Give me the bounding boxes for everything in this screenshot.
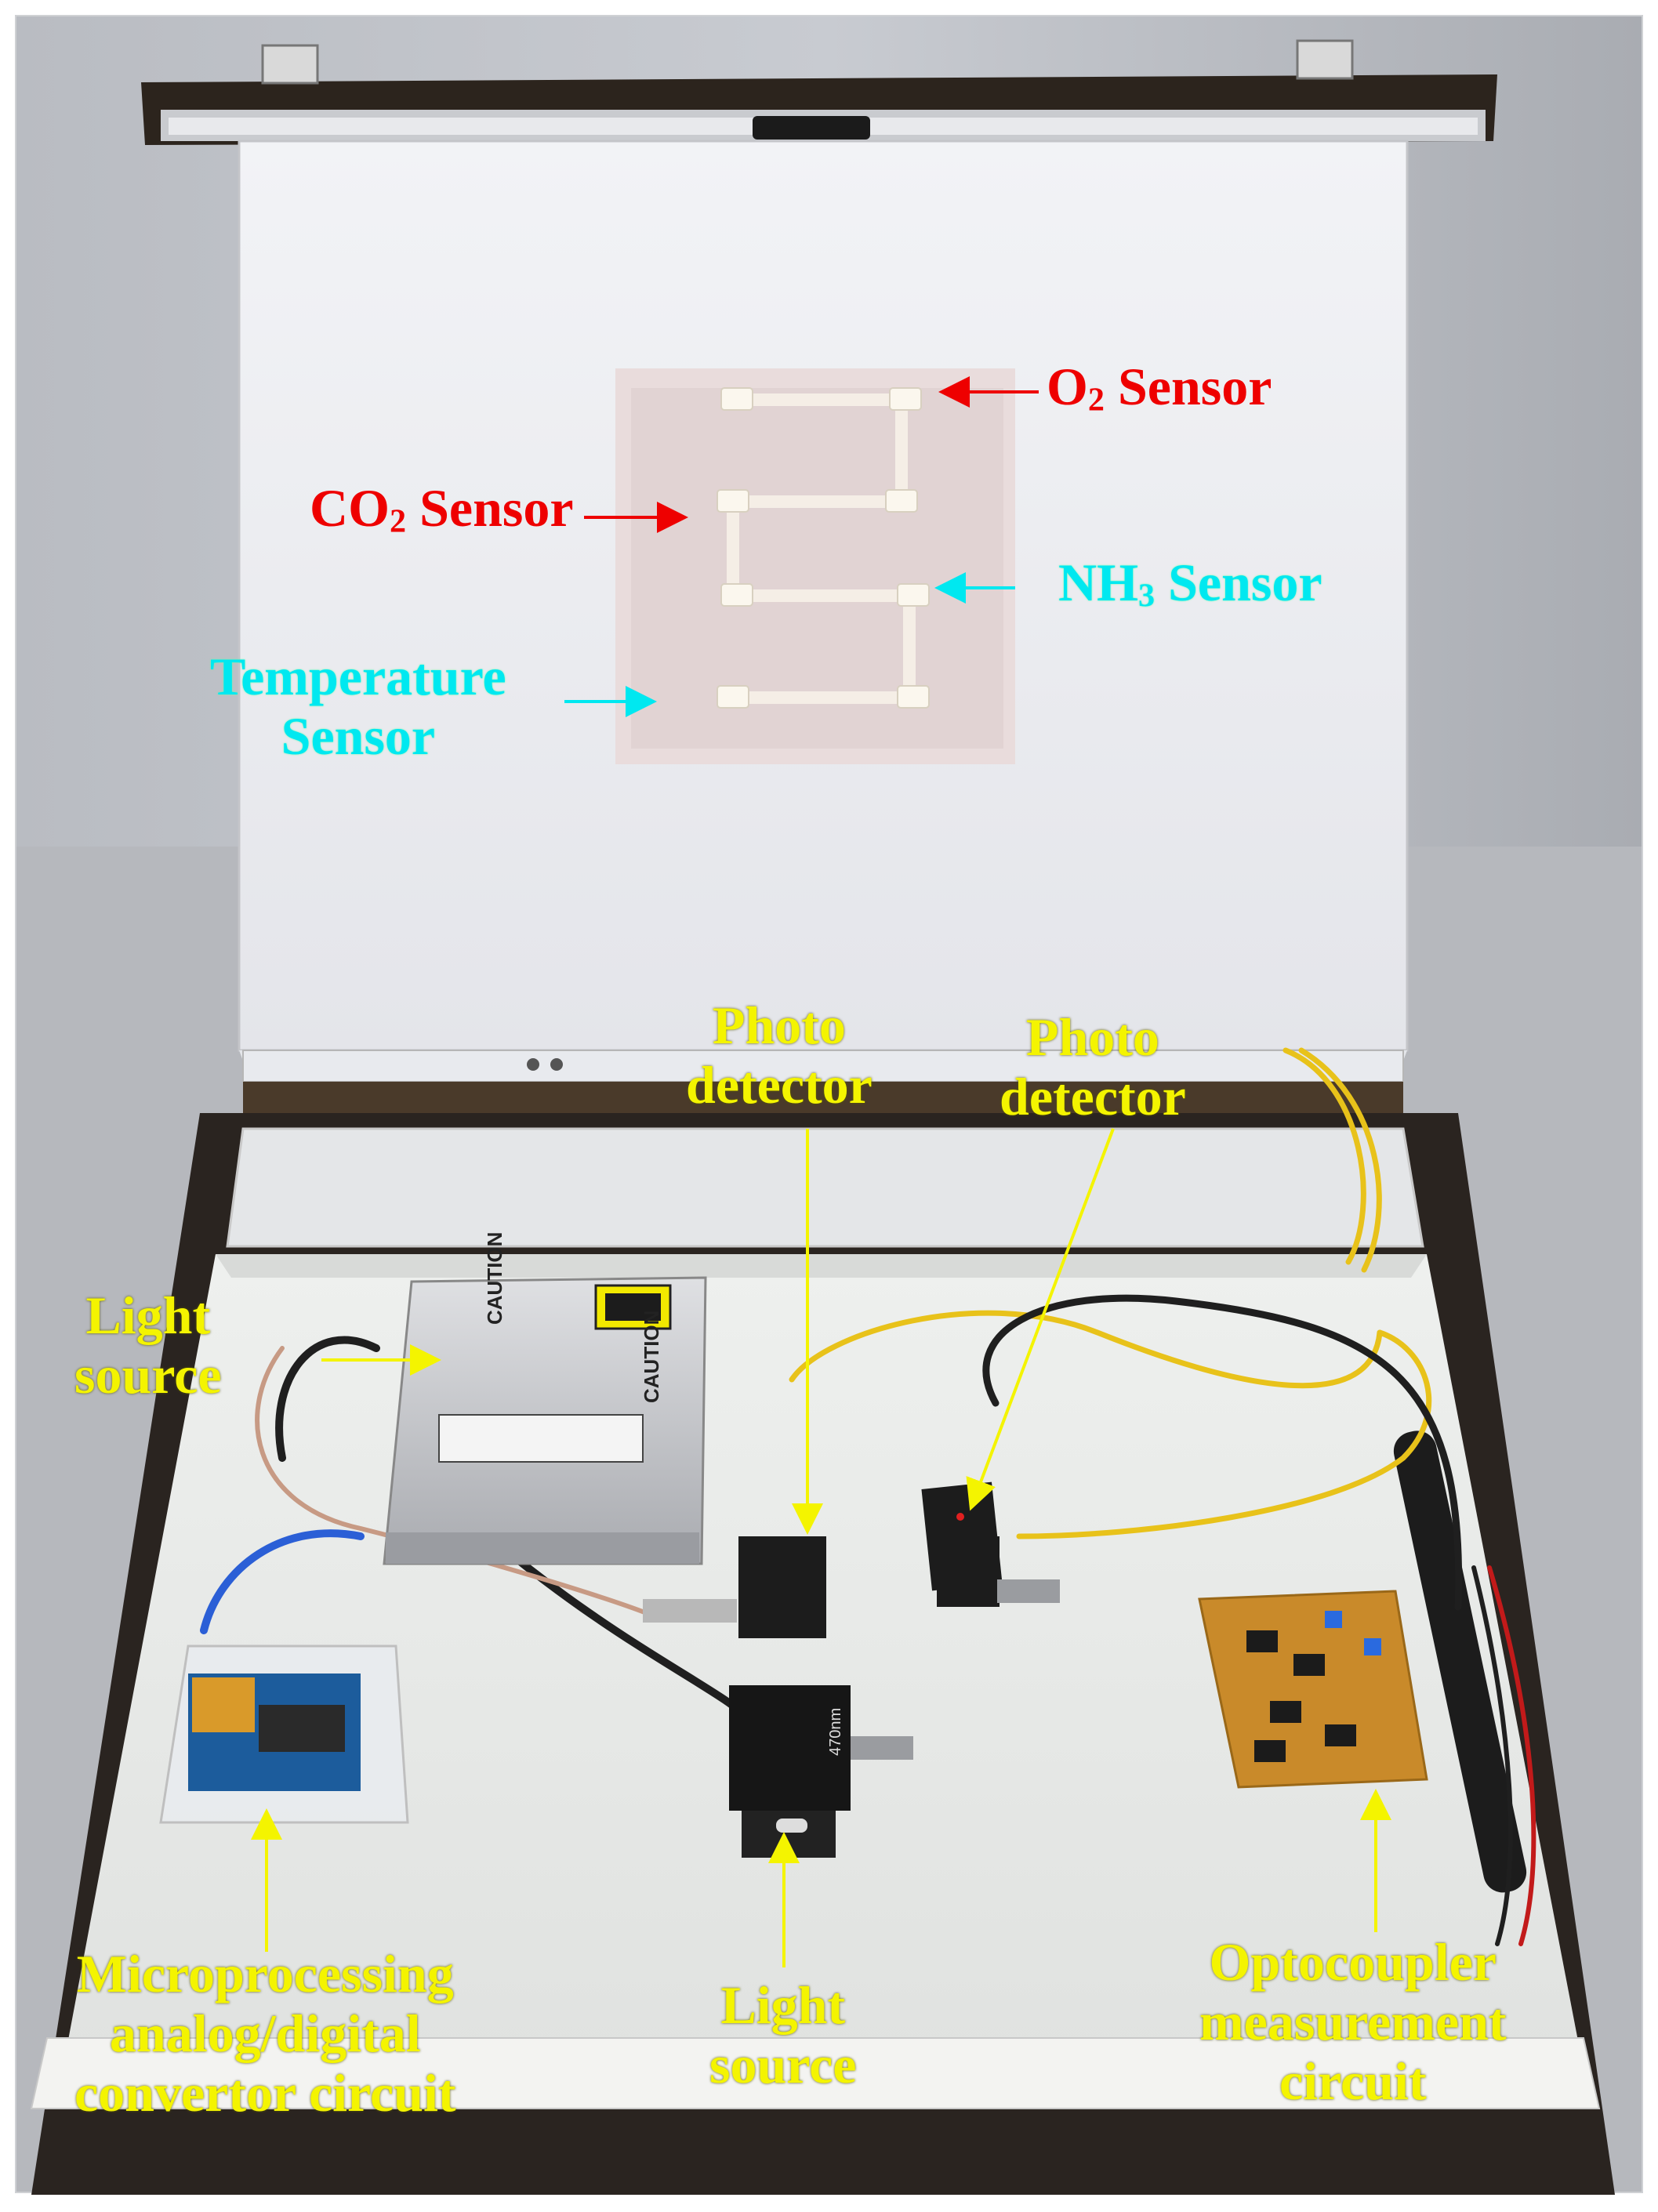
- label-optocoupler-line2: measurement: [1199, 1992, 1507, 2052]
- label-microprocessing-line1: Microprocessing: [76, 1944, 454, 2003]
- label-temperature-line2: Sensor: [281, 706, 436, 767]
- label-optocoupler-line1: Optocoupler: [1209, 1932, 1497, 1992]
- microprocessing-circuit: [159, 1644, 409, 1824]
- label-light-source-bottom: Light source: [709, 1975, 857, 2094]
- label-photo-detector-2: Photo detector: [1000, 1007, 1186, 1126]
- label-microprocessing: Microprocessing analog/digital convertor…: [74, 1944, 456, 2123]
- label-o2-sensor: O2 Sensor: [1047, 357, 1272, 419]
- label-co2-sensor: CO2 Sensor: [310, 478, 574, 540]
- label-light-source-left-line1: Light: [85, 1285, 211, 1345]
- label-light-source-bottom-line2: source: [709, 2035, 857, 2095]
- label-light-source-left-line2: source: [74, 1345, 222, 1405]
- optocoupler-circuit-board: [1198, 1590, 1428, 1789]
- label-photo-detector-1: Photo detector: [686, 995, 873, 1115]
- wavelength-label: 470nm: [827, 1708, 844, 1756]
- label-optocoupler: Optocoupler measurement circuit: [1199, 1932, 1507, 2111]
- arrow-photo-detector-2: [966, 1128, 1115, 1511]
- caution-label-2: CAUTION: [640, 1311, 663, 1403]
- label-photo-detector-1-line1: Photo: [712, 995, 846, 1055]
- label-light-source-bottom-line1: Light: [720, 1975, 846, 2035]
- light-source-box: CAUTION CAUTION: [383, 1232, 707, 1565]
- label-optocoupler-line3: circuit: [1279, 2051, 1427, 2112]
- label-microprocessing-line2: analog/digital: [109, 2003, 421, 2064]
- label-light-source-left: Light source: [74, 1285, 222, 1405]
- label-photo-detector-2-line1: Photo: [1025, 1007, 1159, 1067]
- label-temperature-sensor: Temperature Sensor: [210, 647, 506, 766]
- label-temperature-line1: Temperature: [210, 647, 506, 706]
- annotation-arrows: [251, 376, 1391, 1967]
- label-microprocessing-line3: convertor circuit: [74, 2063, 456, 2123]
- sensor-window: [615, 368, 1015, 764]
- label-nh3-sensor: NH3 Sensor: [1058, 553, 1322, 615]
- briefcase-lid: [141, 39, 1497, 1113]
- cables: [200, 1047, 1536, 1946]
- label-photo-detector-2-line2: detector: [1000, 1067, 1186, 1127]
- label-photo-detector-1-line2: detector: [686, 1055, 873, 1115]
- detector-assembly-center: 470nm: [643, 1536, 913, 1858]
- caution-label: CAUTION: [483, 1232, 506, 1325]
